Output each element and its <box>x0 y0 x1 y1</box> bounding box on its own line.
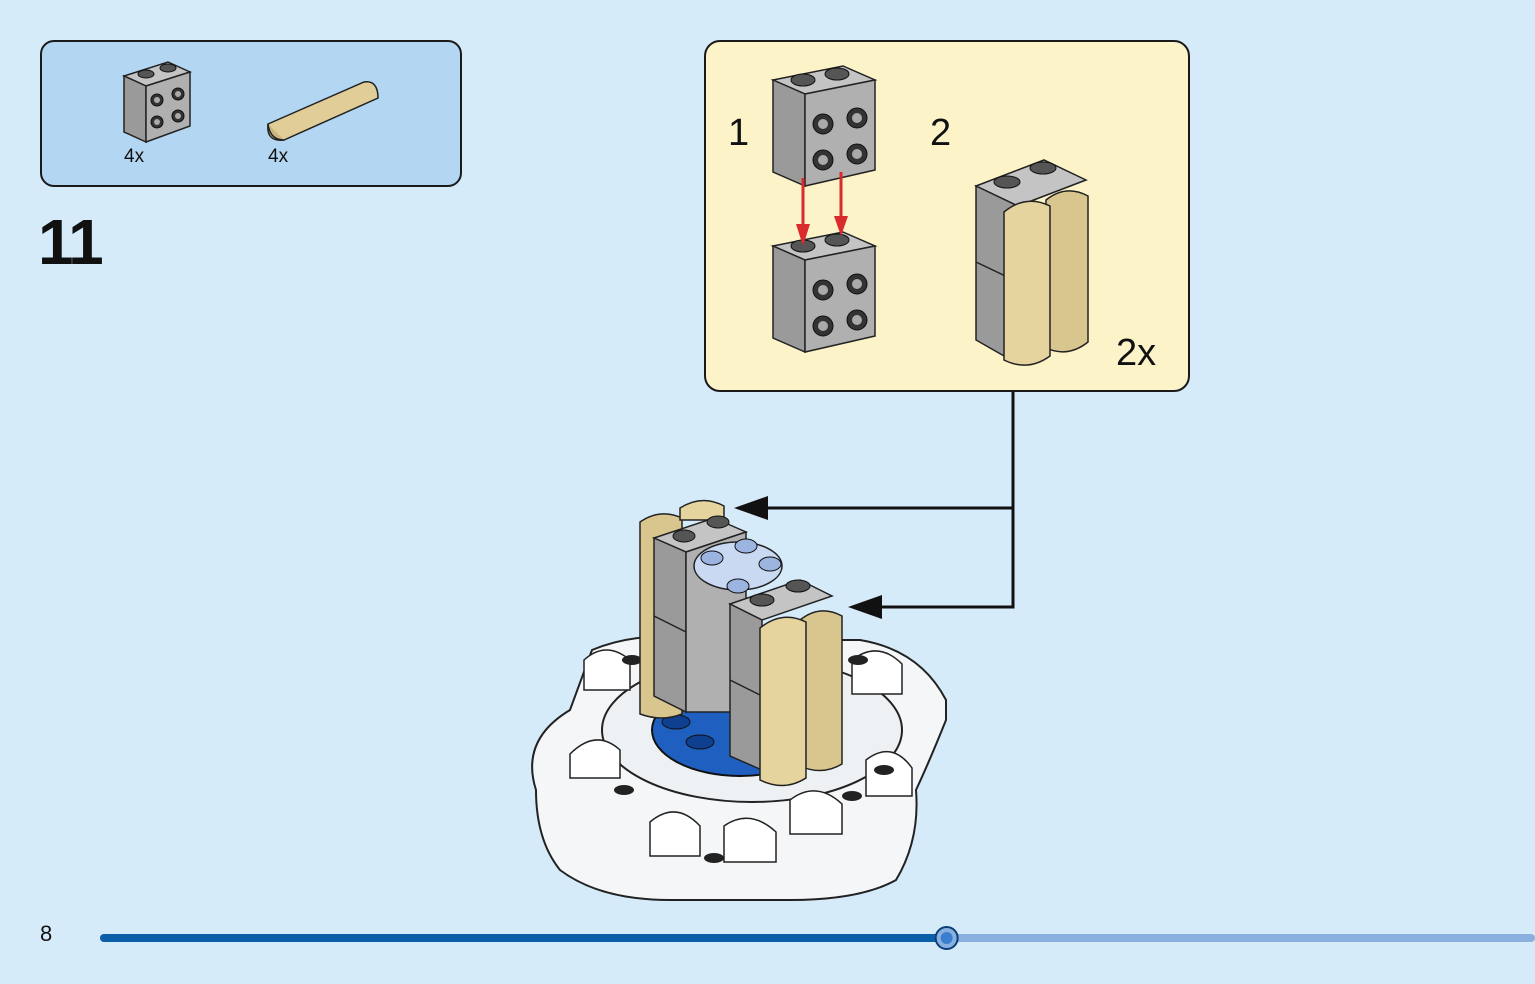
parts-list-box <box>40 40 462 187</box>
model-center-piece <box>685 530 783 713</box>
progress-track <box>100 934 1535 942</box>
model-left-column <box>639 499 749 719</box>
part-quantity-brick: 4x <box>124 146 145 167</box>
progress-fill <box>100 934 947 942</box>
sub-assembly-multiplier: 2x <box>1116 332 1157 374</box>
progress-knob <box>934 926 959 950</box>
page-number: 8 <box>40 921 53 946</box>
callout-connector <box>734 392 1015 619</box>
step-number: 11 <box>38 206 104 278</box>
substep-label-2: 2 <box>930 112 952 154</box>
substep-label-1: 1 <box>728 112 750 154</box>
white-turntable-base <box>531 635 947 901</box>
part-quantity-tile: 4x <box>268 146 289 167</box>
model-right-column <box>728 579 843 787</box>
